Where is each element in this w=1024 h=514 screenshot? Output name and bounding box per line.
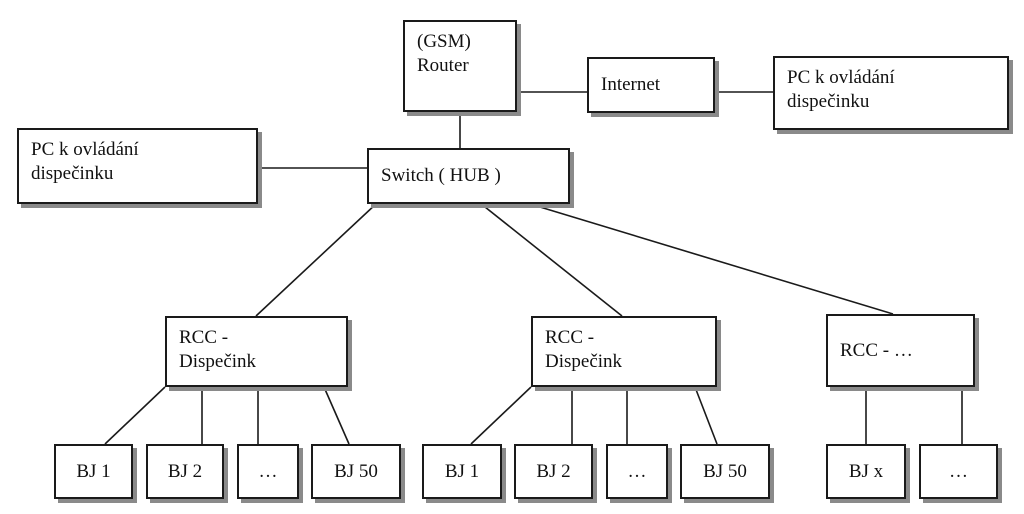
bj-g3-1-node: BJ x	[826, 444, 906, 499]
bj-g1-3-node: …	[237, 444, 299, 499]
rcc3-label: RCC - …	[840, 339, 913, 361]
router-label-line2: Router	[417, 55, 469, 76]
link-rcc2-bj-g2-1	[470, 386, 532, 445]
pc-remote-label-line1: PC k ovládání	[787, 67, 895, 88]
bj-g2-1-label: BJ 1	[444, 460, 480, 482]
bj-g1-2-node: BJ 2	[146, 444, 224, 499]
link-switch-rcc3	[539, 206, 894, 315]
rcc2-label-line2: Dispečink	[545, 351, 623, 372]
router-label-line1: (GSM)	[417, 31, 471, 52]
rcc1-label-line1: RCC -	[179, 327, 229, 348]
bj-g1-4-node: BJ 50	[311, 444, 401, 499]
rcc2-node: RCC - Dispečink	[531, 316, 717, 387]
bj-g1-2-label: BJ 2	[167, 460, 203, 482]
link-rcc1-bj-g1-4	[323, 386, 350, 445]
rcc1-node: RCC - Dispečink	[165, 316, 348, 387]
link-rcc1-bj-g1-1	[104, 386, 166, 445]
bj-g2-2-node: BJ 2	[514, 444, 593, 499]
link-rcc2-bj-g2-4	[694, 386, 718, 445]
pc-remote-node: PC k ovládání dispečinku	[773, 56, 1009, 130]
router-node: (GSM) Router	[403, 20, 517, 112]
internet-label: Internet	[601, 74, 661, 95]
switch-label: Switch ( HUB )	[381, 165, 501, 186]
bj-g3-1-label: BJ x	[848, 460, 884, 482]
link-switch-rcc1	[255, 202, 378, 317]
link-switch-rcc2	[479, 202, 623, 317]
bj-g1-4-label: BJ 50	[334, 460, 378, 482]
bj-g3-2-label: …	[949, 460, 968, 482]
bj-g1-1-label: BJ 1	[76, 460, 111, 482]
bj-g1-1-node: BJ 1	[54, 444, 133, 499]
internet-node: Internet	[587, 57, 715, 113]
bj-g3-2-node: …	[919, 444, 998, 499]
rcc2-label-line1: RCC -	[545, 327, 595, 348]
bj-g2-1-node: BJ 1	[422, 444, 502, 499]
pc-local-label-line1: PC k ovládání	[31, 139, 139, 160]
bj-g2-3-node: …	[606, 444, 668, 499]
switch-node: Switch ( HUB )	[367, 148, 570, 204]
bj-g1-3-label: …	[258, 460, 278, 482]
pc-local-node: PC k ovládání dispečinku	[17, 128, 258, 204]
bj-g2-2-label: BJ 2	[536, 460, 571, 482]
bj-g2-4-label: BJ 50	[703, 460, 747, 482]
pc-local-label-line2: dispečinku	[31, 163, 114, 184]
bj-g2-3-label: …	[627, 460, 647, 482]
pc-remote-label-line2: dispečinku	[787, 91, 870, 112]
bj-g2-4-node: BJ 50	[680, 444, 770, 499]
rcc1-label-line2: Dispečink	[179, 351, 257, 372]
rcc3-node: RCC - …	[826, 314, 975, 387]
